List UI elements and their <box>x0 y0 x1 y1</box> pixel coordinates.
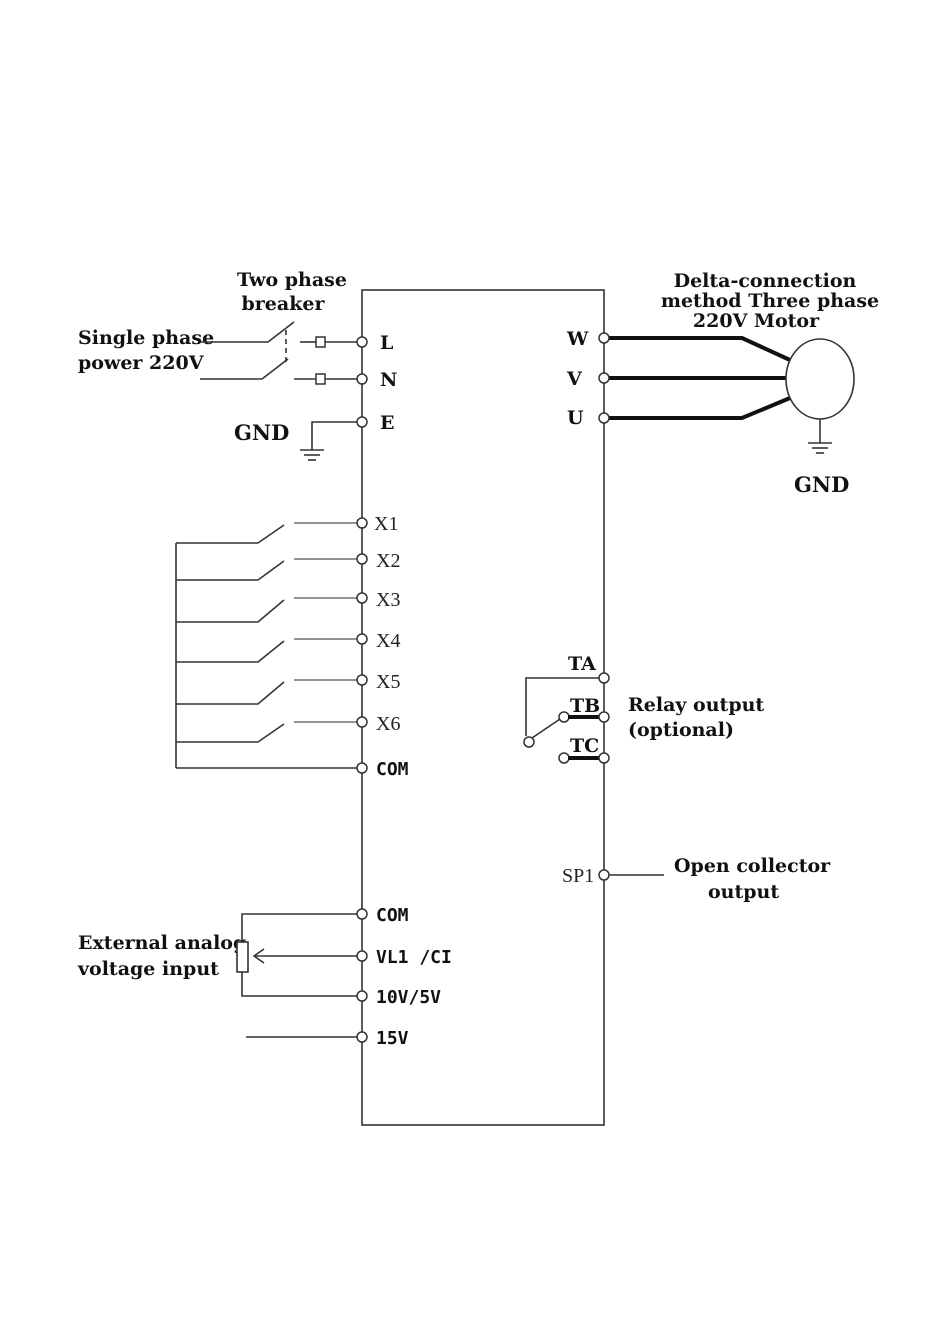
terminal-l <box>357 337 367 347</box>
terminal-tc <box>599 753 609 763</box>
terminal-label-15v: 15V <box>376 1028 409 1049</box>
terminal-15v <box>357 1032 367 1042</box>
motor-label-line2: method Three phase <box>661 290 879 312</box>
ground-right-icon <box>808 419 832 453</box>
terminal-x6 <box>357 717 367 727</box>
terminal-tb <box>599 712 609 722</box>
terminal-label-ta: TA <box>568 653 596 675</box>
terminal-label-n: N <box>380 369 397 391</box>
terminal-w <box>599 333 609 343</box>
gnd-left-label: GND <box>234 420 289 445</box>
terminal-sp1 <box>599 870 609 880</box>
breaker-label-line2: breaker <box>242 293 326 315</box>
terminal-label-e: E <box>380 412 394 434</box>
terminal-n <box>357 374 367 384</box>
terminal-label-x2: X2 <box>376 550 400 572</box>
terminal-x2 <box>357 554 367 564</box>
terminal-label-com: COM <box>376 759 409 780</box>
power-label-line1: Single phase <box>78 327 214 349</box>
terminal-label-tc: TC <box>570 735 599 757</box>
motor-icon <box>786 339 854 419</box>
terminal-label-vl1-ci: VL1 /CI <box>376 947 452 968</box>
terminal-com-analog <box>357 909 367 919</box>
terminal-label-tb: TB <box>570 695 600 717</box>
terminal-v <box>599 373 609 383</box>
breaker-symbol <box>200 322 358 384</box>
terminal-label-x4: X4 <box>376 630 400 652</box>
terminal-x3 <box>357 593 367 603</box>
terminal-label-x1: X1 <box>374 513 398 535</box>
terminal-x5 <box>357 675 367 685</box>
open-collector-label-line1: Open collector <box>674 855 831 877</box>
terminal-x4 <box>357 634 367 644</box>
terminal-label-w: W <box>566 328 589 350</box>
terminal-label-u: U <box>567 407 584 429</box>
terminal-label-10v-5v: 10V/5V <box>376 987 441 1008</box>
relay-label-line2: (optional) <box>628 719 734 741</box>
terminal-10v-5v <box>357 991 367 1001</box>
analog-label-line2: voltage input <box>77 958 219 980</box>
terminal-label-l: L <box>380 332 393 354</box>
input-switches <box>176 523 358 768</box>
motor-label-line3: 220V Motor <box>693 310 820 332</box>
motor-label-line1: Delta-connection <box>674 270 857 292</box>
power-label-line2: power 220V <box>78 352 205 374</box>
terminal-u <box>599 413 609 423</box>
relay-label-line1: Relay output <box>628 694 764 716</box>
terminal-label-x5: X5 <box>376 671 400 693</box>
open-collector-label-line2: output <box>708 881 779 903</box>
terminal-label-x6: X6 <box>376 713 400 735</box>
terminal-label-com-analog: COM <box>376 905 409 926</box>
analog-label-line1: External analog <box>78 932 246 954</box>
terminal-ta <box>599 673 609 683</box>
ground-left-icon <box>300 422 358 460</box>
terminal-label-sp1: SP1 <box>562 865 594 887</box>
terminal-com <box>357 763 367 773</box>
motor-wires <box>608 338 790 418</box>
terminal-label-x3: X3 <box>376 589 400 611</box>
terminal-x1 <box>357 518 367 528</box>
terminal-label-v: V <box>566 368 583 390</box>
breaker-label-line1: Two phase <box>237 269 347 291</box>
potentiometer-icon <box>237 914 358 996</box>
terminal-vl1-ci <box>357 951 367 961</box>
gnd-right-label: GND <box>794 472 849 497</box>
terminal-e <box>357 417 367 427</box>
